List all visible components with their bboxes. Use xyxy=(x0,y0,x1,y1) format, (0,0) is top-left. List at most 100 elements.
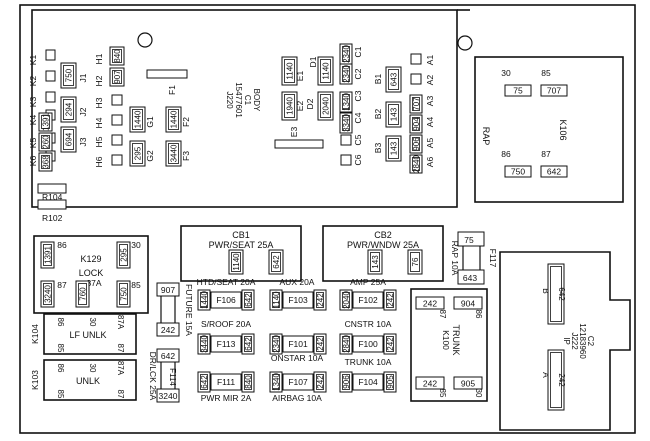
fuse-desc: PWR MIR 2A xyxy=(201,393,252,403)
fuse-code: 143 xyxy=(390,141,399,155)
fuse-name: F100 xyxy=(358,339,378,349)
rap-pin-30: 30 xyxy=(501,68,511,78)
label-h6: H6 xyxy=(94,156,104,167)
fuse-a6: 2840 xyxy=(409,154,423,174)
ip-pin-a: 242 xyxy=(547,349,566,411)
f117-code-top: 75 xyxy=(464,235,474,245)
label-a4: A4 xyxy=(425,117,435,128)
fuse-term: 2040 xyxy=(339,289,353,311)
rap-pin-87: 87 xyxy=(541,149,551,159)
fuse-code: 1440 xyxy=(170,110,179,128)
relay-socket xyxy=(45,91,56,103)
fuse-code: 242 xyxy=(557,373,566,387)
upper-module-panel xyxy=(31,9,458,208)
label-c4: C4 xyxy=(353,112,363,123)
cb1-desc: PWR/SEAT 25A xyxy=(209,240,274,250)
fuse-term: 242 xyxy=(383,289,397,311)
fuse-code: 260 xyxy=(42,135,51,149)
fuse-d1: 1140 xyxy=(317,56,334,86)
fuse-code: 750 xyxy=(120,287,129,301)
fuse-name: F103 xyxy=(288,295,308,305)
fuse-code: 1391 xyxy=(42,113,51,131)
socket-h5 xyxy=(111,134,123,146)
fuse-code: 242 xyxy=(316,337,325,351)
k104-pin-86: 86 xyxy=(56,318,65,327)
fuse-desc: CNSTR 10A xyxy=(345,319,392,329)
fuse-k-side-0: 1391 xyxy=(38,112,53,132)
fuse-code: 143 xyxy=(371,255,380,269)
fuse-f1-bar xyxy=(146,69,188,79)
fuse-code: 3440 xyxy=(170,144,179,162)
fuse-b2: 143 xyxy=(385,101,402,128)
fuse-term: 242 xyxy=(313,289,327,311)
fuse-code: 242 xyxy=(316,375,325,389)
f114-name: F114 xyxy=(168,368,177,386)
cb2-name: CB2 xyxy=(374,230,392,240)
k129-term-85: 750 xyxy=(116,280,131,308)
label-c3: C3 xyxy=(353,90,363,101)
k100-code-2: 242 xyxy=(423,379,437,389)
future-code-bottom: 242 xyxy=(161,325,175,335)
fuse-code: 1440 xyxy=(200,291,209,309)
fuse-code: 905 xyxy=(386,375,395,389)
k100-pin-87: 87 xyxy=(438,310,447,319)
fuse-code: 2840 xyxy=(342,335,351,353)
fuse-code: 760 xyxy=(79,287,88,301)
fuse-code: 906 xyxy=(342,375,351,389)
fuse-label-j1: J1 xyxy=(78,73,88,82)
label-d2: D2 xyxy=(305,98,315,109)
fuse-desc: AUX 20A xyxy=(280,277,315,287)
k103-pin-85: 85 xyxy=(56,390,65,399)
label-h5: H5 xyxy=(94,136,104,147)
fuse-a3: 707 xyxy=(409,94,423,114)
f117-desc: RAP 10A xyxy=(450,241,460,276)
fuse-code: 642 xyxy=(272,255,281,269)
socket-a2 xyxy=(410,73,422,85)
ip-line-3: IP xyxy=(562,337,571,345)
outer-frame xyxy=(19,4,636,434)
cb1-name: CB1 xyxy=(232,230,250,240)
relay-label-k1: K1 xyxy=(28,55,38,66)
cb2-term-1: 143 xyxy=(367,249,383,275)
fuse-desc: ONSTAR 10A xyxy=(271,353,324,363)
ip-a-label: A xyxy=(541,372,551,378)
fuse-name: F101 xyxy=(288,339,308,349)
ip-line-1: 12183960 xyxy=(578,323,587,359)
ip-b-label: B xyxy=(541,288,551,294)
fuse-h2: 907 xyxy=(109,67,125,87)
k129-term-30: 295 xyxy=(116,241,131,269)
label-a2: A2 xyxy=(425,75,435,86)
fuse-name: F113 xyxy=(217,339,236,349)
rap-pin-85: 85 xyxy=(541,68,551,78)
future-desc: FUTURE 15A xyxy=(184,284,194,336)
mount-hole-left xyxy=(137,32,153,48)
resistor-r102: R102 xyxy=(37,199,67,223)
cb2-term-2: 76 xyxy=(407,249,423,275)
k103-pin-87: 87 xyxy=(116,390,125,399)
label-f1: F1 xyxy=(167,85,177,95)
label-c5: C5 xyxy=(353,134,363,145)
rap-pin-86: 86 xyxy=(501,149,511,159)
r104-label: R104 xyxy=(42,192,63,202)
k104-pin-87: 87 xyxy=(116,344,125,353)
r102-label: R102 xyxy=(42,213,63,223)
mount-hole-right xyxy=(457,35,473,51)
k129-pin-85: 85 xyxy=(131,280,141,290)
k104-name: K104 xyxy=(30,324,40,344)
rap-code-87: 642 xyxy=(547,167,561,177)
fuse-term: 242 xyxy=(313,371,327,393)
fuse-code: 294 xyxy=(65,102,74,116)
socket-h4 xyxy=(111,114,123,126)
fuse-code: 840 xyxy=(244,375,253,389)
k103-pin-30: 30 xyxy=(88,364,97,373)
label-d1: D1 xyxy=(308,56,318,67)
fuse-code: 76 xyxy=(411,257,420,266)
k103-pin-86: 86 xyxy=(56,364,65,373)
